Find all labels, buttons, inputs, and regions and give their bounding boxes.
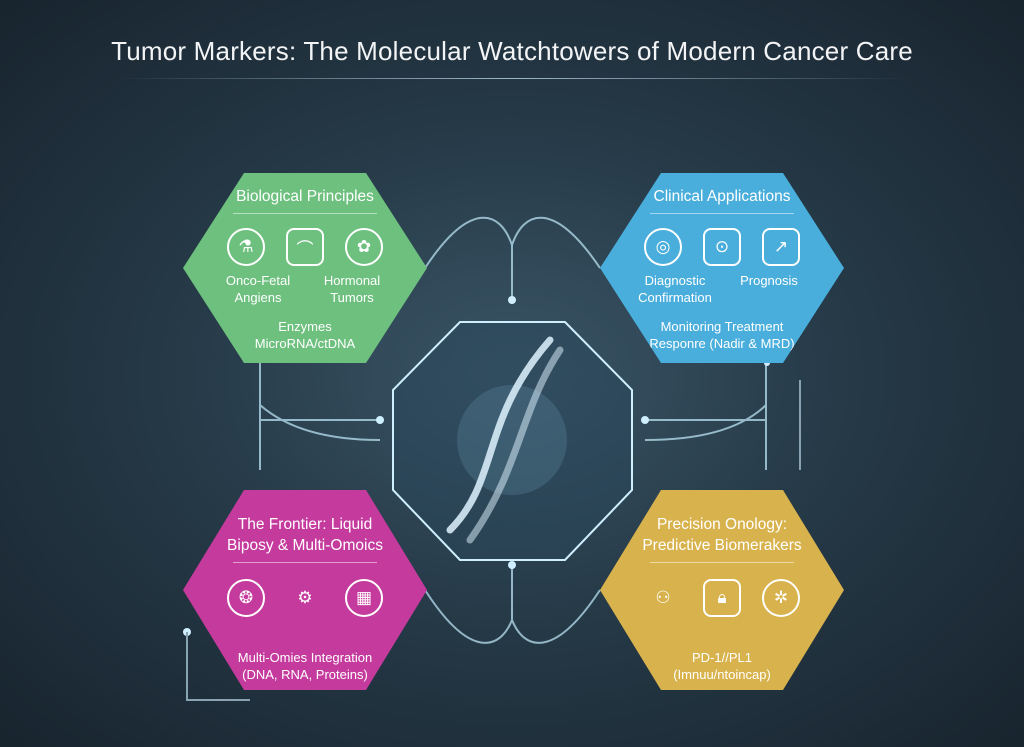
label-pd1: PD-1//PL1 bbox=[692, 650, 752, 665]
lock-icon: 🔒︎ bbox=[703, 579, 741, 617]
network-icon: ⚇ bbox=[655, 588, 671, 607]
immune-icon: ✲ bbox=[762, 579, 800, 617]
label-enzymes: Enzymes bbox=[278, 319, 332, 334]
panel-heading-line2: Predictive Biomerakers bbox=[642, 537, 802, 554]
panel-precision-oncology: Precision Onology: Predictive Biomerakers… bbox=[600, 490, 844, 690]
label-microrna: MicroRNA/ctDNA bbox=[254, 336, 356, 351]
label-diagnostic: Diagnostic Confirmation bbox=[638, 273, 712, 305]
panel-heading: Clinical Applications bbox=[653, 188, 791, 205]
data-icon: ▦ bbox=[345, 579, 383, 617]
panel-clinical-applications: Clinical Applications ◎ ⊙ ↗ Diagnostic Con… bbox=[600, 173, 844, 363]
divider bbox=[233, 562, 377, 563]
molecule-icon: ⚗ bbox=[227, 228, 265, 266]
receptor-icon: ⌒ bbox=[286, 228, 324, 266]
panel-heading-line1: Precision Onology: bbox=[656, 516, 788, 533]
device-icon: ⚙ bbox=[297, 588, 313, 607]
label-hormonal: Hormonal Tumors bbox=[323, 273, 381, 305]
label-prognosis: Prognosis bbox=[740, 273, 798, 288]
panel-heading-line2: Biposy & Multi-Omoics bbox=[227, 537, 383, 554]
divider bbox=[650, 213, 794, 214]
monitor-icon: ⊙ bbox=[703, 228, 741, 266]
chart-icon: ↗ bbox=[762, 228, 800, 266]
divider bbox=[650, 562, 794, 563]
panel-heading-line1: The Frontier: Liquid bbox=[237, 516, 373, 533]
title-divider bbox=[118, 78, 908, 79]
center-octagon bbox=[392, 321, 633, 561]
cells-icon: ✿ bbox=[345, 228, 383, 266]
scan-icon: ◎ bbox=[644, 228, 682, 266]
label-onco-fetal: Onco-Fetal Angiens bbox=[225, 273, 291, 305]
label-dna-rna: (DNA, RNA, Proteins) bbox=[242, 667, 368, 682]
dna-helix-icon bbox=[446, 336, 564, 544]
cells-icon: ❂ bbox=[227, 579, 265, 617]
page-title: Tumor Markers: The Molecular Watchtowers… bbox=[111, 36, 913, 66]
panel-heading: Biological Principles bbox=[236, 188, 374, 205]
divider bbox=[233, 213, 377, 214]
label-monitoring: Monitoring Treatment bbox=[660, 319, 784, 334]
label-immunotherapy: (Imnuu/ntoincap) bbox=[673, 667, 771, 682]
label-multi-omics: Multi-Omies Integration bbox=[237, 650, 373, 665]
label-response: Responre (Nadir & MRD) bbox=[649, 336, 795, 351]
